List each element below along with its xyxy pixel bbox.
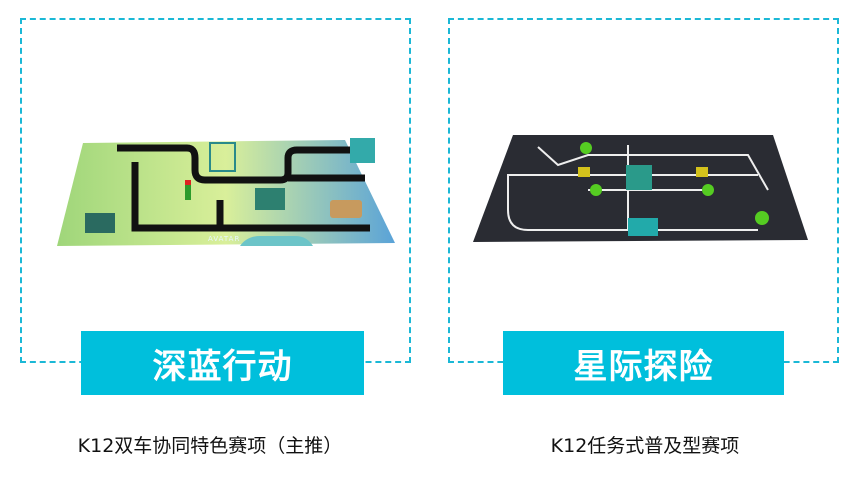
card-caption-interstellar: K12任务式普及型赛项 <box>550 435 740 457</box>
interstellar-field-image <box>473 135 808 242</box>
mat-avatar-text: AVATAR <box>208 235 241 243</box>
card-title-deep-blue: 深蓝行动 <box>81 331 364 395</box>
card-caption-deep-blue: K12双车协同特色赛项（主推） <box>77 435 343 457</box>
deep-blue-field-image <box>57 138 395 246</box>
card-title-interstellar: 星际探险 <box>503 331 784 395</box>
